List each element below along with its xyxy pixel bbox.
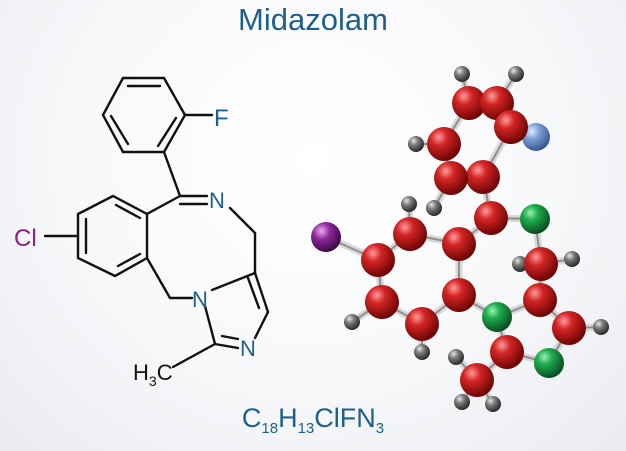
nitrogen-atom: [482, 302, 512, 332]
model-atoms: [311, 66, 609, 412]
hydrogen-atom: [344, 314, 360, 330]
carbon-atom: [434, 161, 468, 195]
carbon-atom: [405, 307, 439, 341]
molecular-formula: C18H13ClFN3: [241, 403, 385, 437]
carbon-atom: [552, 311, 586, 345]
hydrogen-atom: [401, 196, 417, 212]
carbon-atom: [452, 86, 486, 120]
chlorine-atom: [311, 222, 341, 252]
carbon-atom: [466, 160, 500, 194]
hydrogen-atom: [408, 136, 424, 152]
hydrogen-atom: [485, 396, 501, 412]
carbon-atom: [474, 201, 508, 235]
hydrogen-atom: [508, 66, 524, 82]
hydrogen-atom: [448, 349, 464, 365]
hydrogen-atom: [564, 251, 580, 267]
ring-nitrogen-2-label: N: [240, 336, 256, 361]
hydrogen-atom: [593, 319, 609, 335]
carbon-atom: [460, 363, 494, 397]
nitrogen-atom: [534, 348, 564, 378]
carbon-atom: [427, 127, 461, 161]
carbon-atom: [365, 285, 399, 319]
hydrogen-atom: [414, 344, 430, 360]
hydrogen-atom: [454, 66, 470, 82]
skeletal-bonds: [43, 76, 270, 369]
molecule-title: Midazolam: [238, 2, 388, 37]
carbon-atom: [442, 227, 476, 261]
carbon-atom: [490, 335, 524, 369]
carbon-atom: [393, 217, 427, 251]
fluorine-atom: [522, 123, 550, 151]
chlorine-label: Cl: [14, 225, 37, 252]
nitrogen-atom: [520, 204, 550, 234]
carbon-atom: [523, 283, 557, 317]
hydrogen-atom: [454, 394, 470, 410]
ring-nitrogen-1-label: N: [192, 287, 208, 312]
fluorine-label: F: [214, 105, 229, 132]
hydrogen-atom: [512, 256, 528, 272]
carbon-atom: [442, 278, 476, 312]
methyl-label: H3C: [133, 360, 173, 389]
carbon-atom: [361, 243, 395, 277]
imine-nitrogen-label: N: [209, 188, 225, 213]
hydrogen-atom: [426, 200, 442, 216]
carbon-atom: [494, 110, 528, 144]
carbon-atom: [524, 247, 558, 281]
